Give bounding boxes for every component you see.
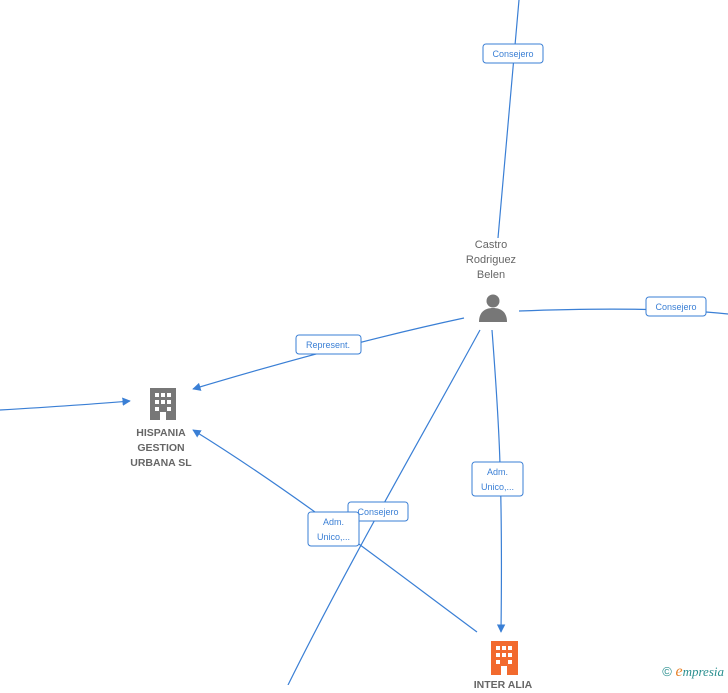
copyright-symbol: © <box>662 664 672 679</box>
edge-person-to-interalia <box>491 329 506 633</box>
edge-left-to-hispania <box>0 397 131 411</box>
svg-text:Consejero: Consejero <box>655 302 696 312</box>
company-name-hispania[interactable]: HISPANIA GESTION URBANA SL <box>130 427 192 469</box>
edge-label-adm-unico-left[interactable]: Adm. Unico,... <box>307 511 360 547</box>
company-name-interalia[interactable]: INTER ALIA <box>473 679 533 691</box>
watermark: © empresia <box>662 663 724 681</box>
edge-label-consejero-top[interactable]: Consejero <box>482 43 544 64</box>
edge-label-represent[interactable]: Represent. <box>295 334 362 355</box>
person-icon[interactable] <box>479 294 507 323</box>
edge-label-adm-unico-right[interactable]: Adm. Unico,... <box>471 461 524 497</box>
edge-label-consejero-right[interactable]: Consejero <box>645 296 707 317</box>
adm-unico-right-line1: Adm. <box>487 467 508 477</box>
adm-unico-left-line1: Adm. <box>323 517 344 527</box>
svg-text:Consejero: Consejero <box>492 49 533 59</box>
edge-top-to-person <box>497 0 520 239</box>
svg-text:Consejero: Consejero <box>357 507 398 517</box>
adm-unico-right-line2: Unico,... <box>481 482 514 492</box>
person-name-label[interactable]: Castro Rodriguez Belen <box>465 239 517 281</box>
svg-text:Represent.: Represent. <box>306 340 350 350</box>
brand-rest: mpresia <box>682 664 724 679</box>
adm-unico-left-line2: Unico,... <box>317 532 350 542</box>
brand-initial: e <box>675 663 683 680</box>
edge-label-consejero-mid[interactable]: Consejero <box>347 501 409 522</box>
building-icon-highlighted[interactable] <box>491 641 518 675</box>
building-icon[interactable] <box>150 388 176 420</box>
